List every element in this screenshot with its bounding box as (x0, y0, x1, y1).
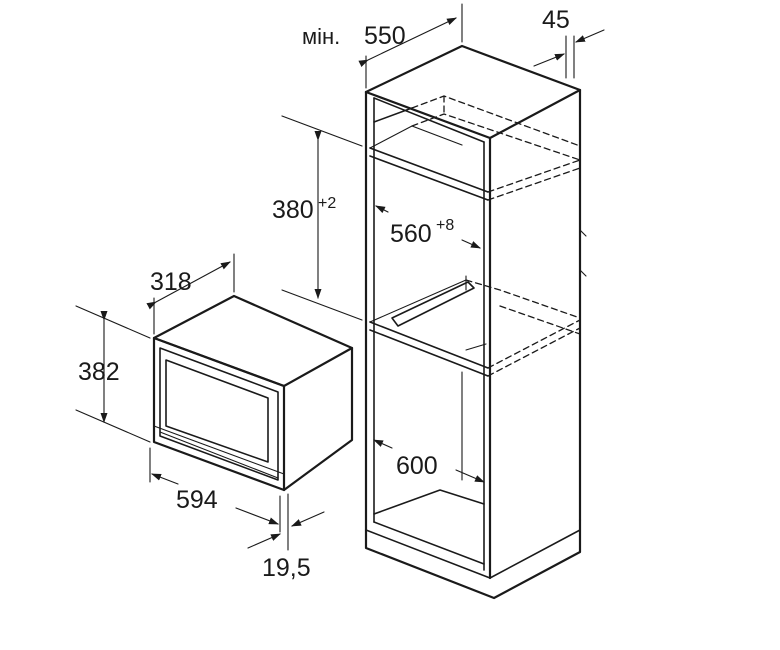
dim-gap-value: 45 (542, 6, 570, 34)
dim-appliance-depth: 318 (146, 253, 235, 335)
dim-appliance-width-value: 594 (176, 486, 218, 514)
dim-side-gap: 45 (533, 6, 605, 79)
dim-niche-width-value: 560 (390, 220, 432, 248)
cabinet-back-dashed (411, 95, 581, 377)
dim-niche-height-tol: +2 (318, 195, 336, 212)
dim-appliance-height: 382 (75, 305, 151, 443)
dim-inner-width: 600 (373, 439, 485, 483)
dim-appliance-height-value: 382 (78, 358, 120, 386)
dim-appliance-width: 594 (149, 447, 281, 533)
dim-front-offset-value: 19,5 (262, 554, 311, 582)
dim-niche-height-value: 380 (272, 196, 314, 224)
dim-niche-width-tol: +8 (436, 217, 454, 234)
cabinet-housing (364, 44, 587, 600)
dim-inner-width-value: 600 (396, 452, 438, 480)
microwave-appliance (152, 294, 354, 492)
dim-front-offset: 19,5 (247, 493, 325, 582)
dim-niche-height: 380 +2 (272, 115, 363, 321)
dim-depth-prefix: мін. (302, 24, 340, 49)
dim-cabinet-depth: мін. 550 (302, 3, 463, 89)
dim-appliance-depth-value: 318 (150, 268, 192, 296)
dim-niche-width: 560 +8 (375, 205, 481, 249)
dim-depth-value: 550 (364, 22, 406, 50)
